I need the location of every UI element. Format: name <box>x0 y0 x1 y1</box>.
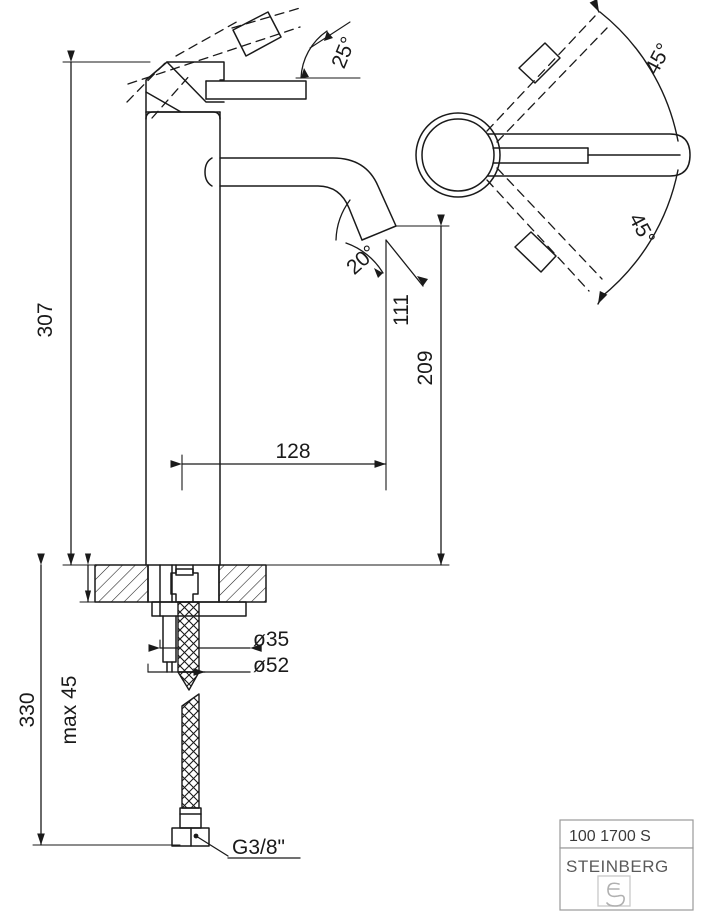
dimension-label-thread: G3/8" <box>232 836 285 859</box>
lever-handle <box>205 80 307 100</box>
swivel-positions-dashed <box>486 15 608 292</box>
angle-label-25: 25° <box>327 34 360 72</box>
steinberg-logo-icon <box>597 875 631 907</box>
handle-cartridge <box>145 61 225 113</box>
dimension-label-209: 209 <box>414 350 437 385</box>
faucet-front-elevation <box>126 7 397 566</box>
dimension-label-diameter-52: ø52 <box>253 654 289 677</box>
title-block-article-number: 100 1700 S <box>569 828 651 845</box>
leader-diameter-52 <box>147 663 251 676</box>
angle-20-degrees <box>335 199 387 301</box>
angle-label-45-upper: 45° <box>641 40 676 79</box>
faucet-column <box>145 111 221 566</box>
title-block-brand: STEINBERG <box>566 857 669 876</box>
dimension-111 <box>385 239 428 287</box>
handle-raised-outline <box>232 11 282 57</box>
dimension-label-128: 128 <box>275 440 310 463</box>
dimension-label-max-45: max 45 <box>58 676 81 745</box>
spout <box>204 157 397 241</box>
swivel-handle-ghost-lower <box>514 231 557 273</box>
angle-label-20: 20° <box>342 241 381 279</box>
angle-25-degrees <box>295 21 361 79</box>
dimension-330 <box>32 553 181 846</box>
title-block: 100 1700 S STEINBERG <box>559 819 694 911</box>
dimension-label-diameter-35: ø35 <box>253 628 289 651</box>
angle-label-45-lower: 45° <box>624 210 659 249</box>
swivel-handle-ghost-upper <box>518 42 561 84</box>
dimension-209 <box>265 214 450 566</box>
flexible-supply-hose <box>171 693 210 847</box>
leader-thread-g38 <box>193 833 301 859</box>
dimension-label-307: 307 <box>34 302 57 337</box>
faucet-top-view <box>415 0 691 305</box>
dimension-max-45 <box>79 553 153 603</box>
dimension-307 <box>62 50 151 566</box>
dimension-label-111: 111 <box>390 294 413 326</box>
handle-raised-position-dashed <box>126 7 301 119</box>
leader-diameter-35 <box>148 639 262 652</box>
countertop-mounting-section <box>94 564 267 691</box>
dimension-label-330: 330 <box>16 692 39 727</box>
